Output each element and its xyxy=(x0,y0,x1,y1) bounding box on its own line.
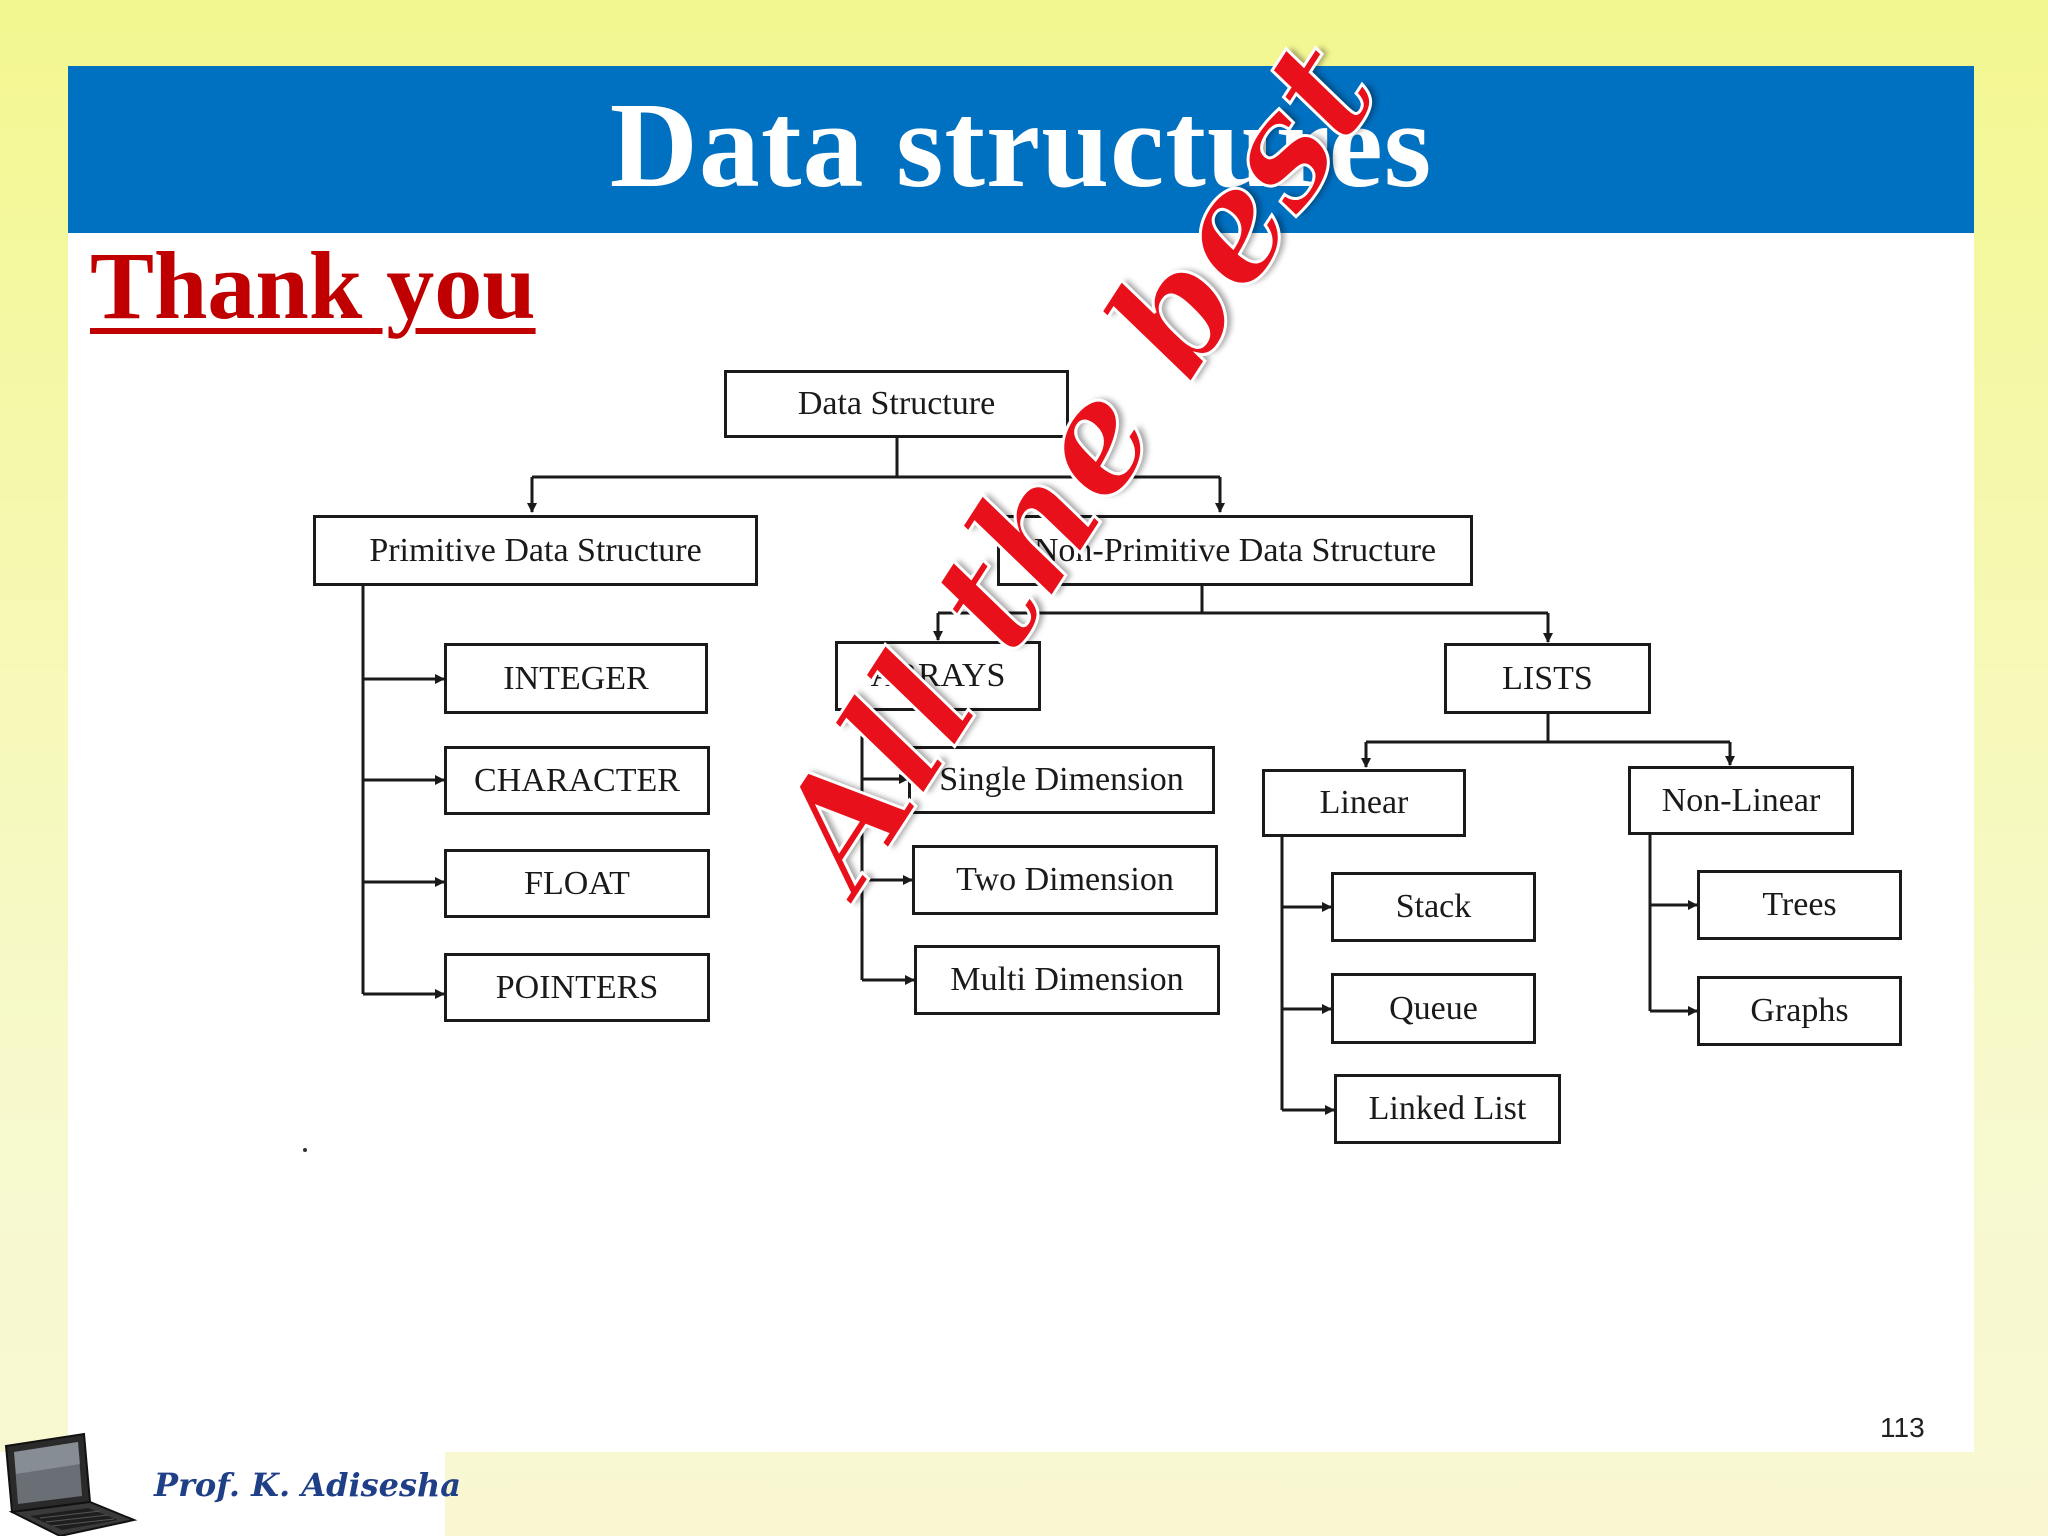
node-data-structure-label: Data Structure xyxy=(797,385,996,422)
node-queue: Queue xyxy=(1331,973,1536,1044)
node-arrays: ARRAYS xyxy=(835,641,1041,711)
node-stack: Stack xyxy=(1331,872,1536,942)
footer-author: Prof. K. Adisesha xyxy=(154,1466,462,1504)
node-linked-list-label: Linked List xyxy=(1368,1090,1527,1127)
node-two-dimension: Two Dimension xyxy=(912,845,1218,915)
node-float-label: FLOAT xyxy=(524,864,630,902)
node-queue-label: Queue xyxy=(1389,989,1478,1027)
title-bar: Data structures xyxy=(68,66,1974,233)
node-linear: Linear xyxy=(1262,769,1466,837)
node-single-dimension-label: Single Dimension xyxy=(939,761,1184,798)
node-single-dimension: Single Dimension xyxy=(908,746,1215,814)
node-lists: LISTS xyxy=(1444,643,1651,714)
node-non-primitive-label: Non-Primitive Data Structure xyxy=(1033,531,1437,569)
node-graphs-label: Graphs xyxy=(1750,992,1849,1029)
node-graphs: Graphs xyxy=(1697,976,1902,1046)
node-non-linear: Non-Linear xyxy=(1628,766,1854,835)
node-lists-label: LISTS xyxy=(1502,659,1593,697)
node-character-label: CHARACTER xyxy=(474,761,680,799)
node-primitive: Primitive Data Structure xyxy=(313,515,758,586)
node-trees: Trees xyxy=(1697,870,1902,940)
page-number: 113 xyxy=(1880,1412,1925,1443)
node-data-structure: Data Structure xyxy=(724,370,1069,438)
node-pointers-label: POINTERS xyxy=(495,968,659,1006)
node-linked-list: Linked List xyxy=(1334,1074,1561,1144)
node-float: FLOAT xyxy=(444,849,710,918)
node-trees-label: Trees xyxy=(1762,886,1837,923)
laptop-icon xyxy=(4,1432,138,1536)
thank-you-heading: Thank you xyxy=(90,232,536,339)
node-arrays-label: ARRAYS xyxy=(870,657,1006,694)
node-stack-label: Stack xyxy=(1395,888,1472,925)
node-non-linear-label: Non-Linear xyxy=(1661,781,1821,819)
node-integer-label: INTEGER xyxy=(503,659,649,697)
stray-dot xyxy=(303,1148,307,1152)
node-multi-dimension-label: Multi Dimension xyxy=(950,961,1184,998)
node-integer: INTEGER xyxy=(444,643,708,714)
node-two-dimension-label: Two Dimension xyxy=(956,861,1174,898)
node-character: CHARACTER xyxy=(444,746,710,815)
node-linear-label: Linear xyxy=(1319,784,1409,821)
slide-title: Data structures xyxy=(609,77,1433,213)
node-pointers: POINTERS xyxy=(444,953,710,1022)
node-primitive-label: Primitive Data Structure xyxy=(369,531,702,569)
node-non-primitive: Non-Primitive Data Structure xyxy=(997,515,1473,586)
node-multi-dimension: Multi Dimension xyxy=(914,945,1220,1015)
